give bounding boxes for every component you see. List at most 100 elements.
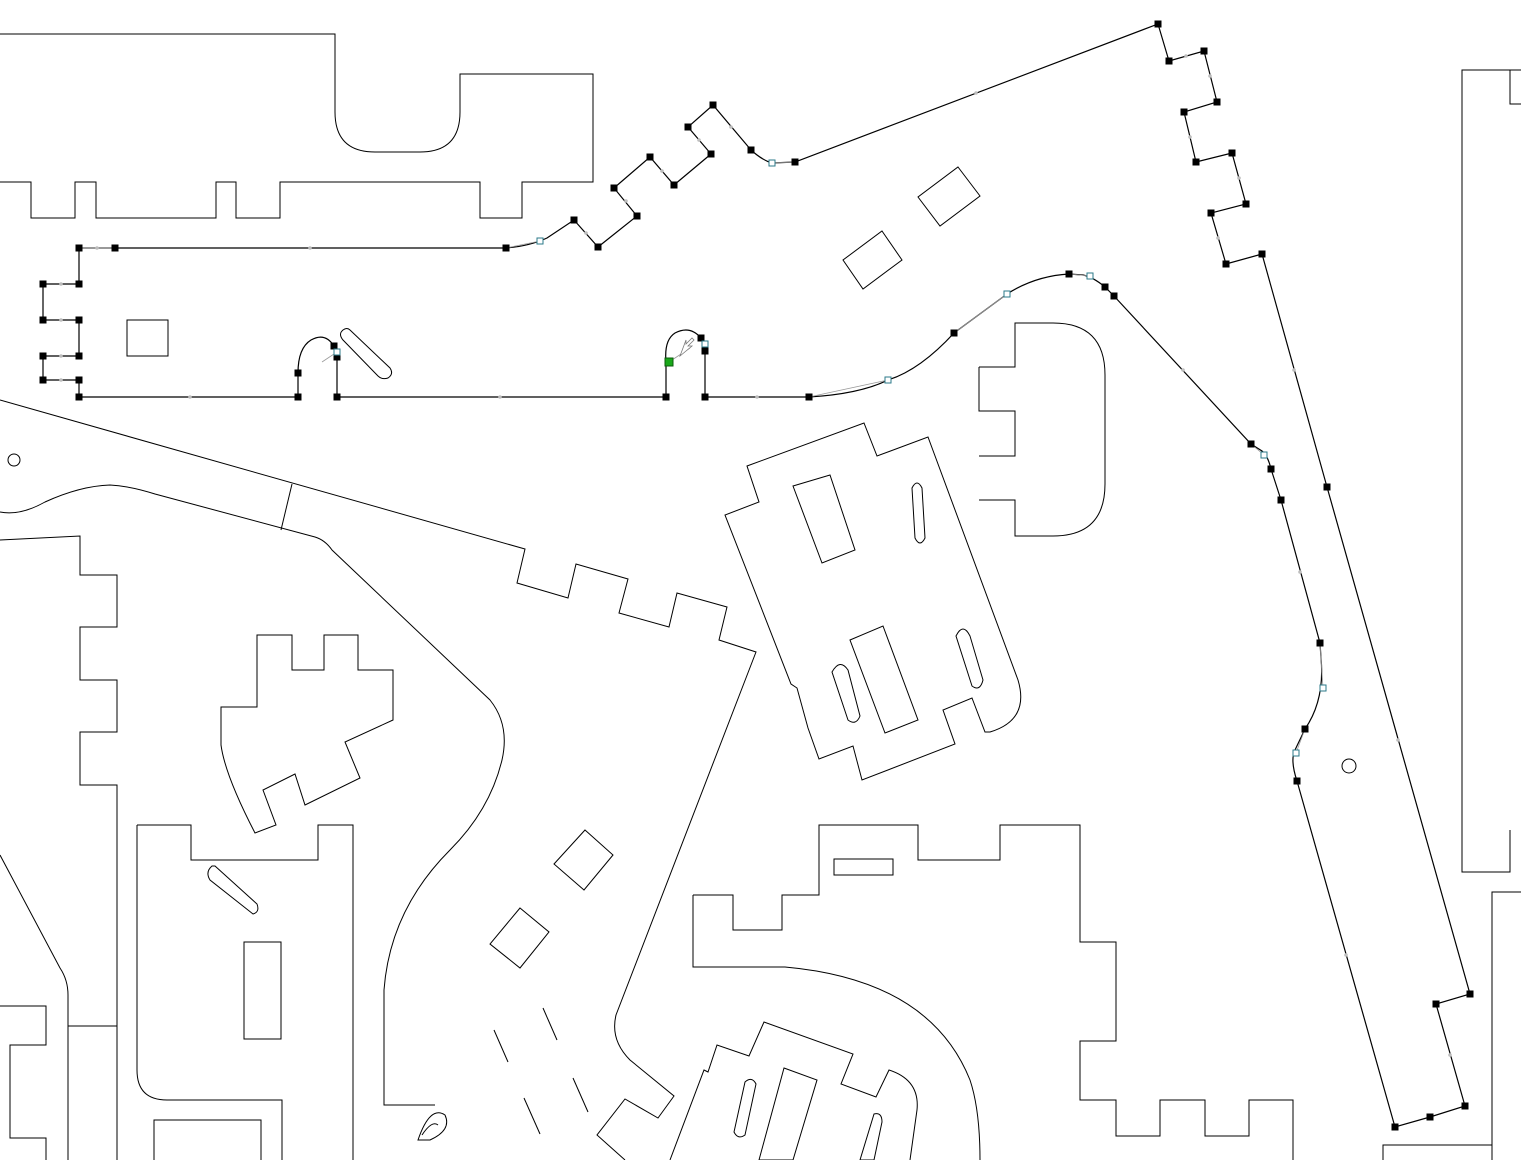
path-node-5[interactable]: [633, 212, 641, 220]
top-left-building-outline[interactable]: [0, 33, 594, 219]
path-node-15[interactable]: [1165, 57, 1173, 65]
active-node[interactable]: [664, 357, 674, 367]
path-node-23[interactable]: [1222, 260, 1230, 268]
path-node-35[interactable]: [1267, 465, 1275, 473]
control-handle-2[interactable]: [1086, 272, 1094, 280]
path-node-24[interactable]: [1258, 250, 1266, 258]
path-node-36[interactable]: [1247, 440, 1255, 448]
path-node-57[interactable]: [39, 316, 47, 324]
path-node-6[interactable]: [610, 184, 618, 192]
path-node-4[interactable]: [594, 243, 602, 251]
control-handle-1[interactable]: [768, 159, 776, 167]
path-node-48[interactable]: [330, 342, 338, 350]
path-node-59[interactable]: [75, 280, 83, 288]
bottom-tilted-slot-1[interactable]: [733, 1078, 757, 1138]
right-edge-building-outline[interactable]: [1461, 69, 1521, 873]
bottom-tilted-slot-3[interactable]: [859, 1113, 883, 1160]
rotated-pill-2[interactable]: [955, 628, 984, 689]
path-node-1[interactable]: [111, 244, 119, 252]
cross-shaped-building-outline[interactable]: [220, 634, 394, 834]
path-node-17[interactable]: [1213, 98, 1221, 106]
bottom-right-edge-building-outline[interactable]: [1382, 891, 1521, 1160]
path-node-50[interactable]: [294, 393, 302, 401]
control-handle-8[interactable]: [333, 348, 341, 356]
path-node-11[interactable]: [709, 101, 717, 109]
path-node-43[interactable]: [701, 347, 709, 355]
path-node-34[interactable]: [1277, 496, 1285, 504]
diamond-shape-3[interactable]: [553, 829, 614, 891]
path-node-10[interactable]: [684, 123, 692, 131]
diamond-shape-1[interactable]: [842, 230, 903, 290]
control-handle-5[interactable]: [1260, 451, 1268, 459]
bottom-left-building-outline[interactable]: [0, 854, 117, 1160]
path-node-38[interactable]: [1101, 283, 1109, 291]
rotated-center-building-outline[interactable]: [724, 422, 1022, 781]
diagonal-pill-shape[interactable]: [207, 865, 259, 915]
bottom-center-building-outline[interactable]: [692, 824, 1294, 1160]
rotated-rect-1[interactable]: [792, 474, 856, 564]
bottom-tilted-building-outline[interactable]: [669, 1021, 918, 1160]
diamond-shape-4[interactable]: [489, 907, 550, 969]
path-node-40[interactable]: [950, 329, 958, 337]
path-node-51[interactable]: [75, 393, 83, 401]
path-node-42[interactable]: [701, 393, 709, 401]
road-divider-line[interactable]: [280, 483, 293, 531]
path-node-22[interactable]: [1207, 209, 1215, 217]
path-node-47[interactable]: [333, 353, 341, 361]
path-node-45[interactable]: [662, 393, 670, 401]
path-node-44[interactable]: [697, 334, 705, 342]
path-node-markers[interactable]: [39, 20, 1474, 1131]
path-node-12[interactable]: [747, 146, 755, 154]
path-node-29[interactable]: [1426, 1113, 1434, 1121]
path-node-56[interactable]: [75, 316, 83, 324]
rotated-rect-2[interactable]: [849, 625, 919, 734]
left-stepped-building-outline[interactable]: [0, 535, 118, 1160]
path-node-16[interactable]: [1200, 47, 1208, 55]
path-node-18[interactable]: [1180, 108, 1188, 116]
path-node-20[interactable]: [1228, 149, 1236, 157]
path-node-3[interactable]: [570, 216, 578, 224]
control-handle-9[interactable]: [701, 340, 709, 348]
path-node-39[interactable]: [1065, 270, 1073, 278]
path-node-58[interactable]: [39, 280, 47, 288]
path-node-2[interactable]: [502, 244, 510, 252]
path-node-33[interactable]: [1316, 639, 1324, 647]
path-node-28[interactable]: [1461, 1102, 1469, 1110]
path-node-55[interactable]: [75, 352, 83, 360]
path-node-53[interactable]: [39, 376, 47, 384]
path-node-0[interactable]: [75, 244, 83, 252]
bezier-control-handles[interactable]: [333, 159, 1327, 757]
road-boundary-upper[interactable]: [0, 399, 757, 1160]
path-node-21[interactable]: [1242, 200, 1250, 208]
control-handle-3[interactable]: [1003, 290, 1011, 298]
path-node-19[interactable]: [1192, 158, 1200, 166]
small-arc-shape[interactable]: [417, 1112, 448, 1141]
path-node-32[interactable]: [1301, 725, 1309, 733]
control-handle-0[interactable]: [536, 237, 544, 245]
control-handle-4[interactable]: [884, 376, 892, 384]
path-node-37[interactable]: [1110, 292, 1118, 300]
path-node-9[interactable]: [707, 150, 715, 158]
small-circle-right[interactable]: [1341, 758, 1357, 774]
diamond-shape-2[interactable]: [917, 166, 981, 227]
small-circle-left[interactable]: [7, 453, 21, 467]
path-node-14[interactable]: [1154, 20, 1162, 28]
d-shaped-building-outline[interactable]: [978, 322, 1106, 537]
path-node-30[interactable]: [1391, 1123, 1399, 1131]
path-node-25[interactable]: [1323, 483, 1331, 491]
path-node-13[interactable]: [791, 158, 799, 166]
rotated-pill-1[interactable]: [911, 482, 926, 544]
selected-left-building-path[interactable]: [42, 23, 1471, 1128]
horizontal-slot-shape[interactable]: [833, 858, 894, 876]
bottom-tilted-slot-2[interactable]: [758, 1067, 818, 1160]
path-node-8[interactable]: [670, 181, 678, 189]
path-node-49[interactable]: [294, 369, 302, 377]
path-node-52[interactable]: [75, 376, 83, 384]
path-node-7[interactable]: [646, 153, 654, 161]
rotated-pill-3[interactable]: [831, 664, 861, 723]
small-square-shape[interactable]: [126, 319, 169, 357]
path-node-27[interactable]: [1432, 1000, 1440, 1008]
path-node-31[interactable]: [1293, 777, 1301, 785]
control-handle-7[interactable]: [1292, 749, 1300, 757]
